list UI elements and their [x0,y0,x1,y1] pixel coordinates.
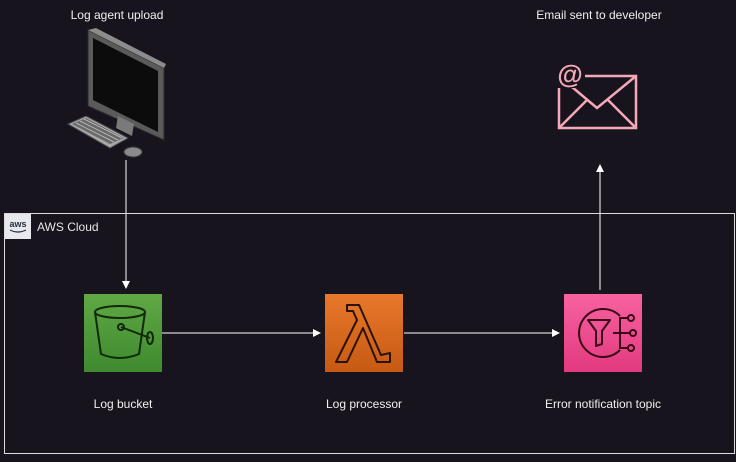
processor-label: Log processor [325,397,403,411]
lambda-node[interactable] [325,294,403,372]
bucket-icon [94,305,154,359]
lambda-icon [335,304,391,363]
aws-cloud-group: aws AWS Cloud [4,213,735,454]
sns-filter-icon [578,308,637,358]
computer-icon[interactable] [66,28,168,160]
svg-text:@: @ [557,60,582,89]
s3-bucket-node[interactable] [84,294,162,372]
sns-topic-node[interactable] [564,294,642,372]
email-icon[interactable]: @ [555,60,641,132]
aws-logo-text: aws [9,218,27,229]
topic-label: Error notification topic [544,397,662,411]
aws-cloud-title: AWS Cloud [37,220,99,234]
aws-logo-icon: aws [5,214,31,239]
email-label: Email sent to developer [536,8,662,22]
bucket-label: Log bucket [93,397,153,411]
agent-label: Log agent upload [70,8,164,22]
